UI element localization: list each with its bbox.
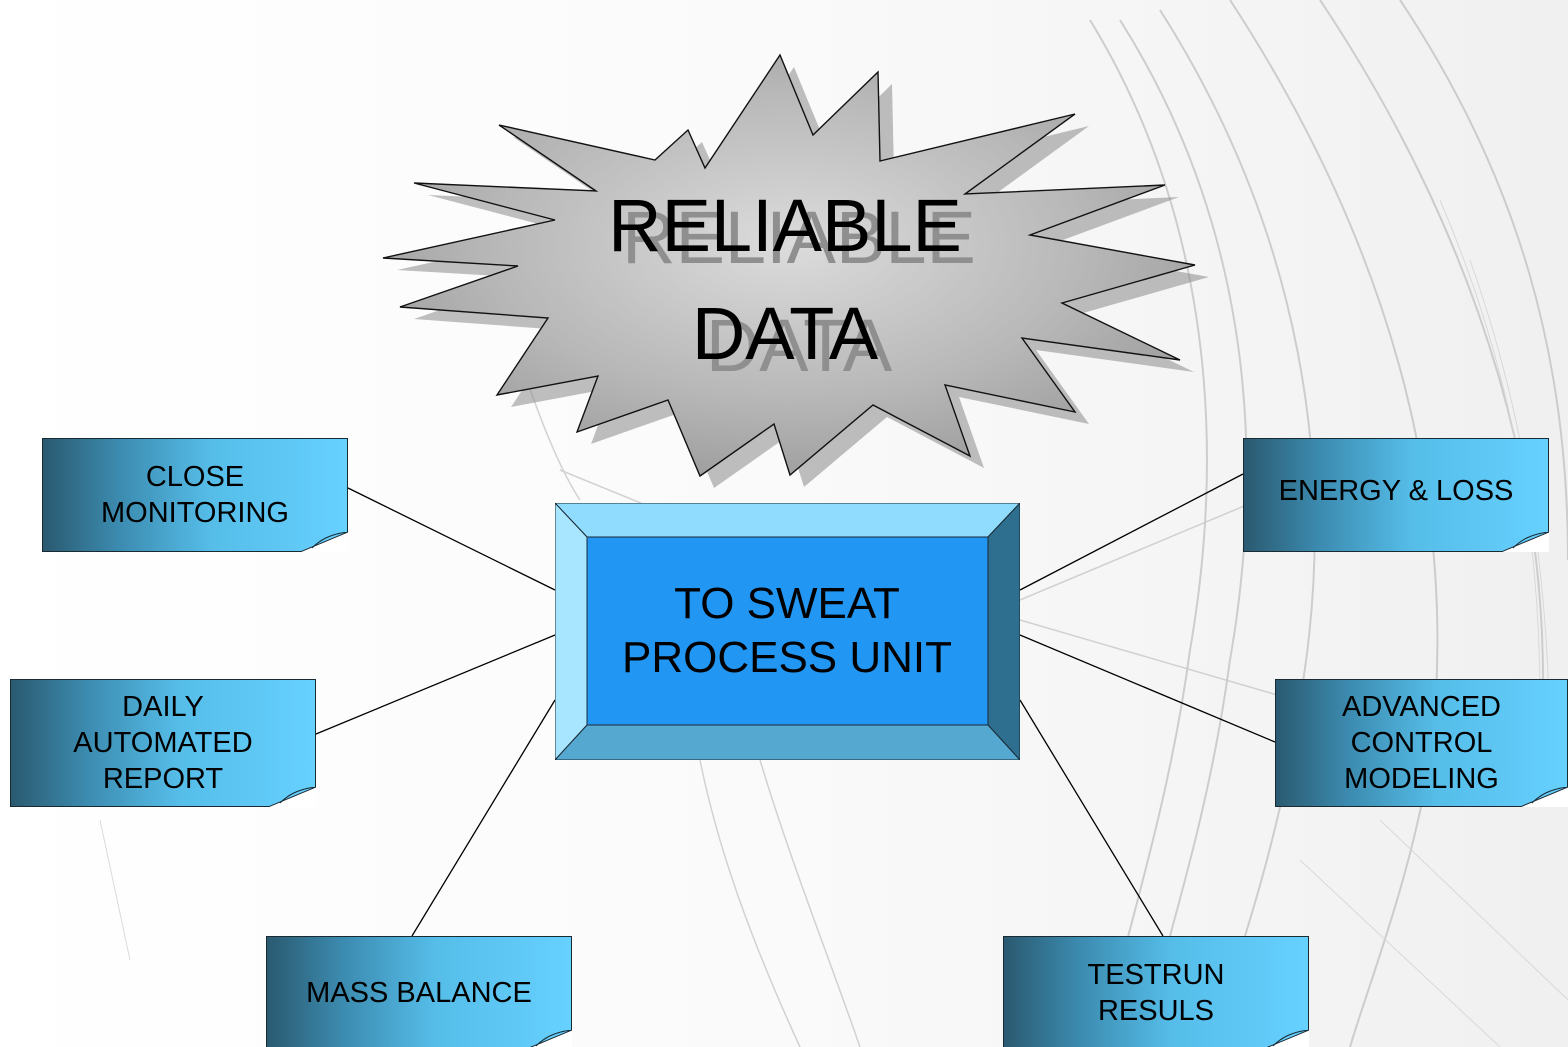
center-label: TO SWEAT PROCESS UNIT bbox=[587, 537, 987, 725]
page-curl-icon bbox=[268, 787, 316, 807]
starburst-shadow-line-2: DATA bbox=[705, 304, 893, 387]
starburst-line-1: RELIABLE bbox=[608, 184, 962, 267]
note-line: MASS BALANCE bbox=[306, 977, 532, 1009]
center-process-unit-box: TO SWEAT PROCESS UNIT bbox=[555, 503, 1020, 760]
page-curl-icon bbox=[529, 1030, 572, 1047]
note-energy-loss: ENERGY & LOSS bbox=[1243, 438, 1549, 552]
center-line-2: PROCESS UNIT bbox=[621, 633, 953, 682]
note-mass-balance: MASS BALANCE bbox=[266, 936, 572, 1047]
page-curl-icon bbox=[300, 532, 348, 552]
starburst-shape bbox=[382, 53, 1196, 478]
page-curl-icon bbox=[1501, 532, 1549, 552]
connector-testrun bbox=[1019, 699, 1164, 937]
connector-daily-report bbox=[315, 634, 556, 735]
note-testrun-results: TESTRUN RESULS bbox=[1003, 936, 1309, 1047]
starburst-text-shadow: RELIABLE DATA bbox=[554, 184, 1044, 400]
starburst-label: RELIABLE DATA bbox=[540, 172, 1030, 388]
connector-close-monitoring bbox=[347, 487, 556, 591]
connector-mass-balance bbox=[411, 699, 556, 937]
note-line: MODELING bbox=[1344, 763, 1499, 795]
note-line: MONITORING bbox=[101, 497, 289, 529]
note-line: DAILY bbox=[122, 691, 204, 723]
bevel-frame bbox=[555, 503, 1020, 760]
starburst-line-2: DATA bbox=[691, 292, 879, 375]
starburst-shadow-line-1: RELIABLE bbox=[622, 196, 976, 279]
note-line: ADVANCED bbox=[1342, 691, 1501, 723]
note-close-monitoring: CLOSE MONITORING bbox=[42, 438, 348, 552]
note-advanced-control-modeling: ADVANCED CONTROL MODELING bbox=[1275, 679, 1568, 807]
note-line: CLOSE bbox=[145, 461, 245, 493]
note-line: CONTROL bbox=[1350, 727, 1493, 759]
note-line: ENERGY & LOSS bbox=[1278, 475, 1514, 507]
page-curl-icon bbox=[1266, 1030, 1309, 1047]
note-line: RESULS bbox=[1097, 995, 1215, 1027]
note-line: AUTOMATED bbox=[73, 727, 253, 759]
connector-advanced-control bbox=[1019, 634, 1276, 743]
center-line-1: TO SWEAT bbox=[674, 579, 900, 628]
page-curl-icon bbox=[1520, 787, 1568, 807]
note-line: REPORT bbox=[102, 763, 224, 795]
note-daily-automated-report: DAILY AUTOMATED REPORT bbox=[10, 679, 316, 807]
connector-energy-loss bbox=[1019, 473, 1244, 591]
note-line: TESTRUN bbox=[1087, 959, 1225, 991]
